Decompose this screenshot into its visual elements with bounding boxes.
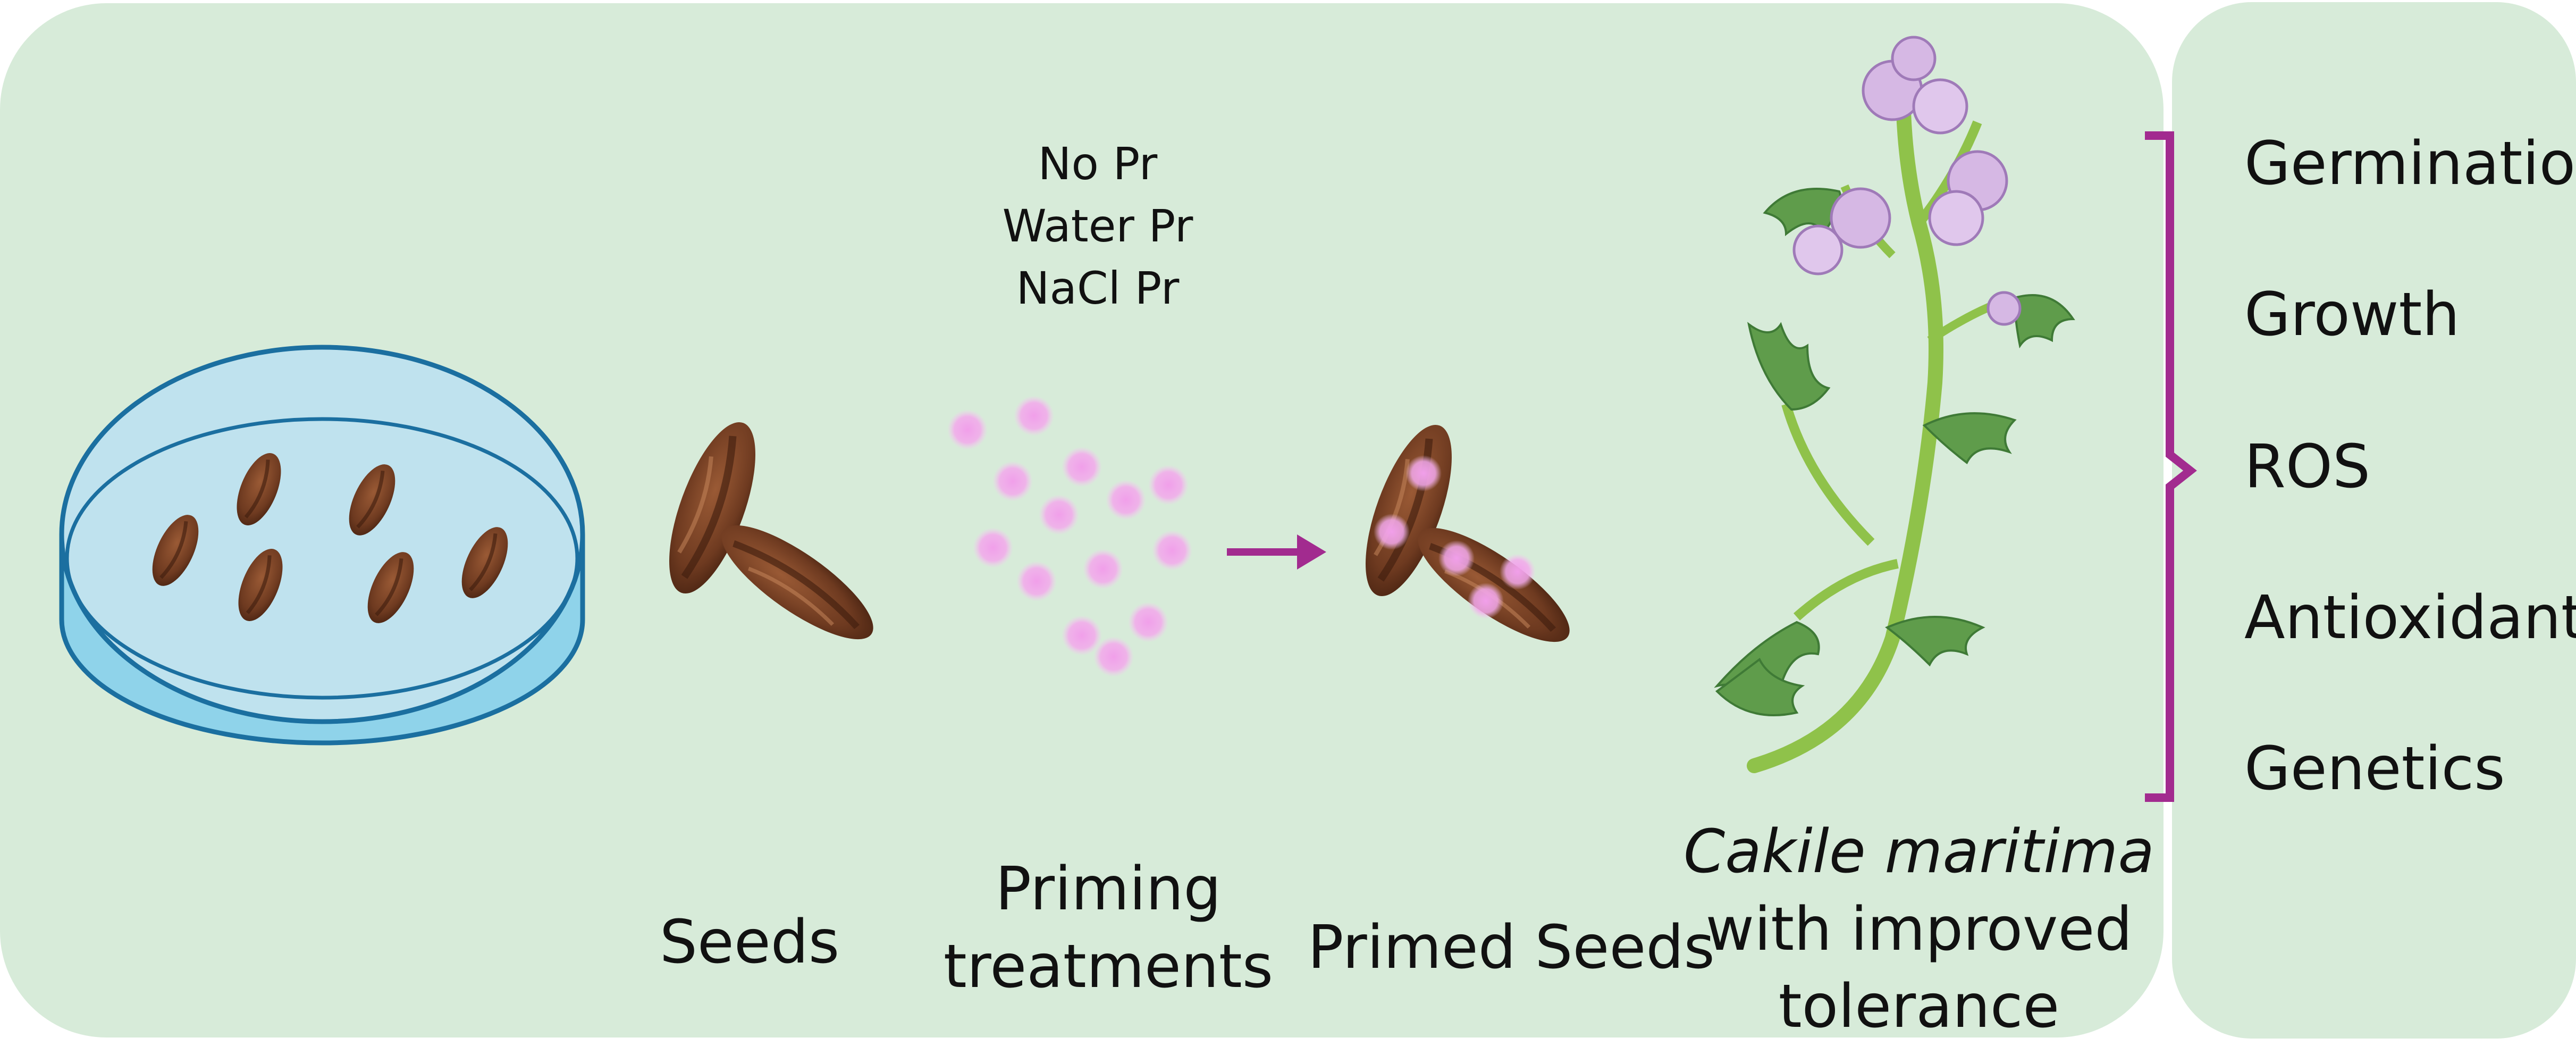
species-name: Cakile maritima xyxy=(1683,817,2155,886)
seeds-label: Seeds xyxy=(659,908,840,977)
result-label-line1: with improved xyxy=(1705,894,2133,964)
seeds-image xyxy=(651,412,888,658)
priming-label: Priming treatments xyxy=(925,851,1292,1006)
priming-droplets xyxy=(947,396,1192,677)
outcome-antioxidants: Antioxidants xyxy=(2244,583,2576,652)
outcome-growth: Growth xyxy=(2244,280,2460,349)
outcomes-panel xyxy=(2172,2,2576,1039)
cakile-maritima-plant xyxy=(1714,36,2075,773)
outcomes-bracket xyxy=(2145,131,2197,802)
primed-seeds-image xyxy=(1348,415,1584,660)
outcome-germination: Germination xyxy=(2244,129,2576,198)
outcome-genetics: Genetics xyxy=(2244,734,2505,804)
treatment-list: No Pr Water Pr NaCl Pr xyxy=(938,133,1257,320)
priming-label-line2: treatments xyxy=(943,932,1274,1001)
result-label: Cakile maritima with improved tolerance xyxy=(1680,814,2158,1046)
process-arrow xyxy=(1227,534,1326,570)
treatment-item: No Pr xyxy=(1038,138,1158,190)
primed-seeds-label: Primed Seeds xyxy=(1308,913,1715,982)
plant-flowers xyxy=(1792,36,2022,326)
priming-label-line1: Priming xyxy=(995,855,1222,924)
treatment-item: Water Pr xyxy=(1002,200,1193,252)
result-label-line2: tolerance xyxy=(1778,972,2060,1042)
outcome-ros: ROS xyxy=(2244,432,2371,501)
treatment-item: NaCl Pr xyxy=(1016,262,1180,314)
